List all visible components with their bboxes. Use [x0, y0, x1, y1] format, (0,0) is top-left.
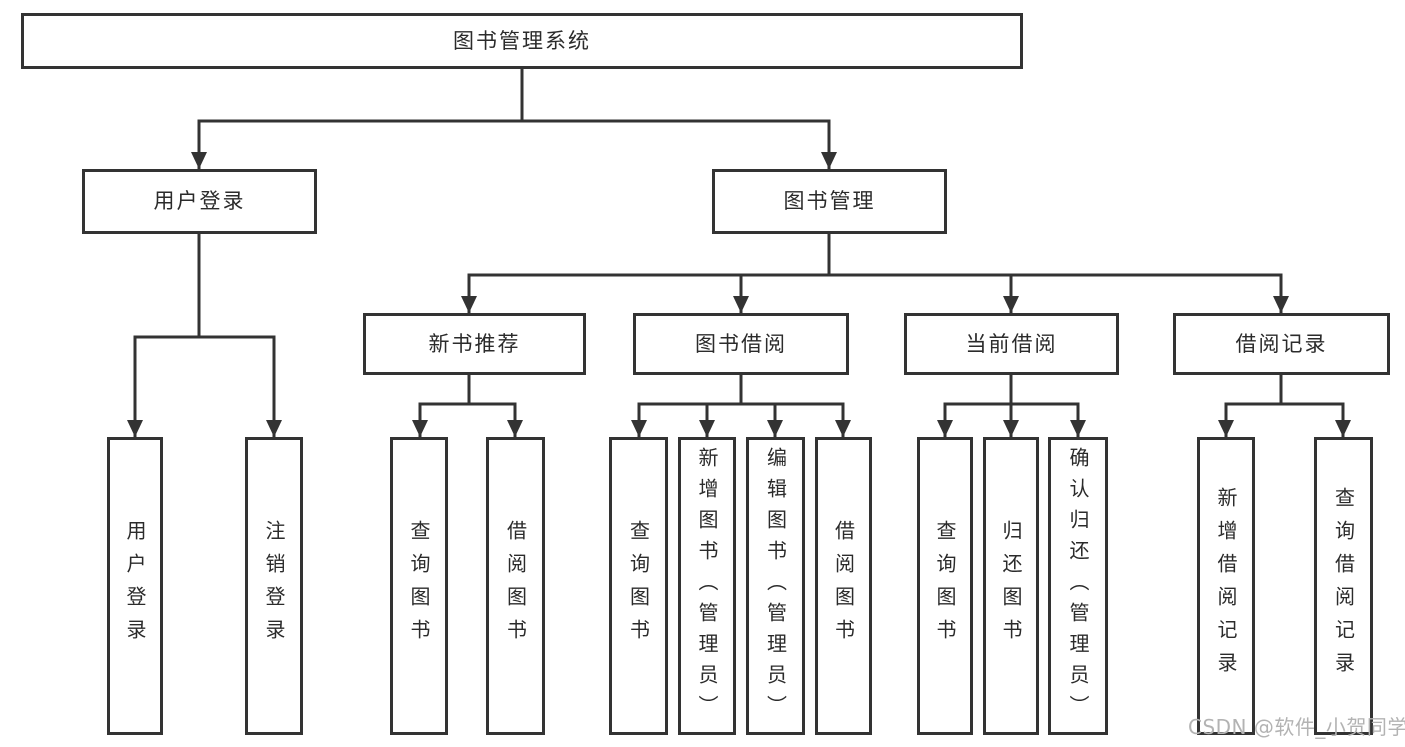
leaf-confirm-return-admin: 确认归还（管理员）: [1048, 437, 1108, 735]
node-current-borrowing: 当前借阅: [904, 313, 1119, 375]
node-book-borrowing: 图书借阅: [633, 313, 849, 375]
node-borrowing-records: 借阅记录: [1173, 313, 1390, 375]
leaf-query-books-current: 查询图书: [917, 437, 973, 735]
watermark: CSDN @软件_小贺同学: [1188, 715, 1405, 739]
leaf-add-book-admin: 新增图书（管理员）: [678, 437, 736, 735]
leaf-borrow-books-borrowing: 借阅图书: [815, 437, 872, 735]
leaf-query-books-recommend: 查询图书: [390, 437, 448, 735]
leaf-edit-book-admin: 编辑图书（管理员）: [746, 437, 805, 735]
leaf-logout-login: 注销登录: [245, 437, 303, 735]
leaf-query-borrow-record: 查询借阅记录: [1314, 437, 1373, 735]
leaf-return-books: 归还图书: [983, 437, 1039, 735]
node-book-management: 图书管理: [712, 169, 947, 234]
leaf-query-books-borrowing: 查询图书: [609, 437, 668, 735]
leaf-user-login: 用户登录: [107, 437, 163, 735]
node-user-login: 用户登录: [82, 169, 317, 234]
leaf-add-borrow-record: 新增借阅记录: [1197, 437, 1255, 735]
leaf-borrow-books-recommend: 借阅图书: [486, 437, 545, 735]
node-system-root: 图书管理系统: [21, 13, 1023, 69]
node-new-book-recommend: 新书推荐: [363, 313, 586, 375]
